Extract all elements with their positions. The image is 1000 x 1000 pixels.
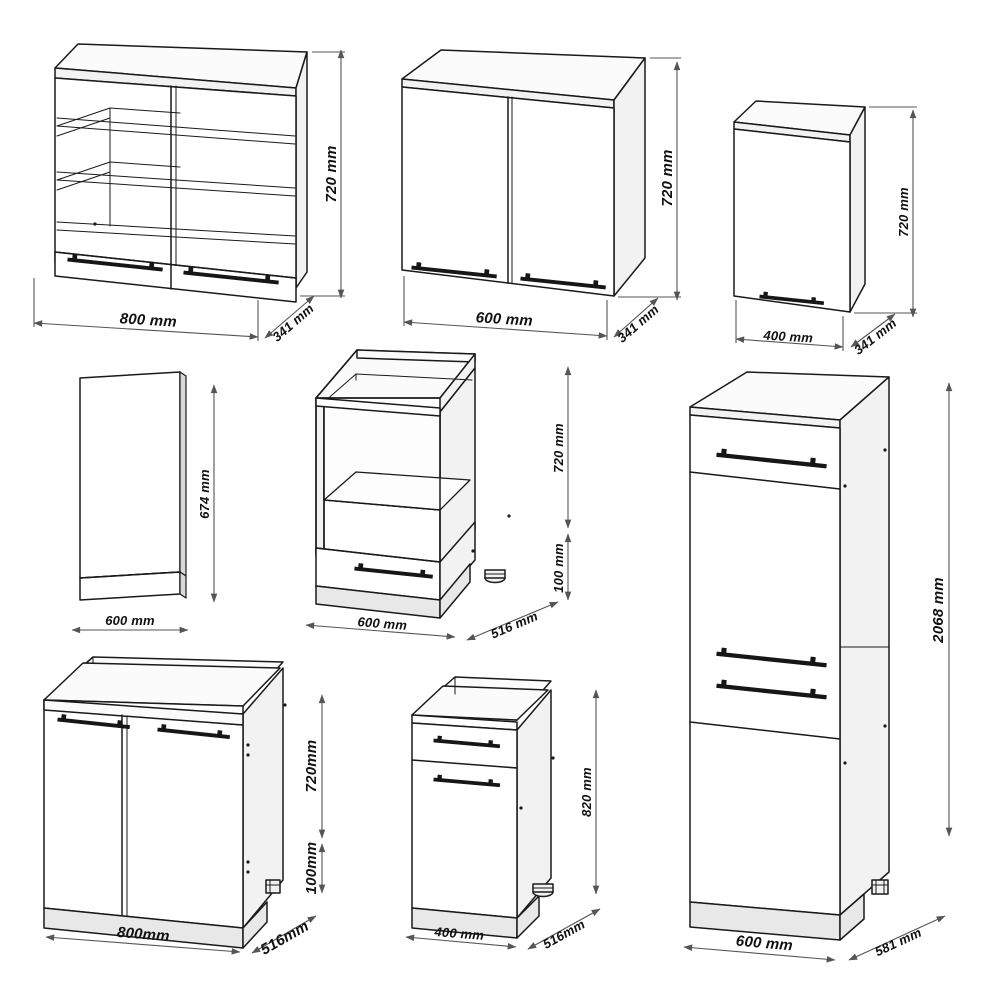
cabinet-wall-400: 720 mm 400 mm 341 mm xyxy=(733,100,917,358)
dim-label-height: 820 mm xyxy=(579,767,594,817)
dimension-plinth: 100 mm xyxy=(551,533,572,601)
handle-bar xyxy=(520,273,606,290)
handle-bar xyxy=(759,291,824,306)
cabinet-dishwasher-front-600: 674 mm 600 mm xyxy=(71,371,218,634)
dimension-depth: 341 mm xyxy=(850,313,900,358)
dimension-height: 2068 mm xyxy=(930,382,953,837)
dim-label-width: 600 mm xyxy=(357,614,408,633)
dimension-width: 600 mm xyxy=(683,933,836,963)
dim-label-depth: 581 mm xyxy=(872,925,924,960)
dim-label-width: 600 mm xyxy=(105,613,155,628)
handle-bar xyxy=(411,262,497,279)
handle-bar xyxy=(183,267,279,285)
adjustable-foot xyxy=(484,569,506,584)
handle-bar xyxy=(716,679,827,700)
dim-label-width: 800mm xyxy=(116,924,170,945)
dim-label-width: 400 mm xyxy=(762,327,814,345)
dimension-width: 400 mm xyxy=(405,924,517,950)
dim-label-depth: 516 mm xyxy=(488,608,540,641)
dimension-height: 674 mm xyxy=(197,384,218,603)
dim-label-height: 2068 mm xyxy=(930,577,947,644)
handle-bar xyxy=(433,774,501,788)
handle-bar xyxy=(716,647,827,668)
dim-label-width: 600 mm xyxy=(735,933,793,955)
adjustable-foot xyxy=(265,879,281,894)
handle-bar xyxy=(354,563,433,579)
handle-bar xyxy=(57,714,130,730)
dimension-width: 600 mm xyxy=(71,613,189,634)
dimension-width: 800mm xyxy=(45,924,241,955)
dimension-height: 720mm xyxy=(303,694,326,839)
cabinet-sink-base-800: 720mm 100mm 800mm 516mm xyxy=(43,656,326,959)
cabinet-oven-housing-600: 720 mm 100 mm 600 mm 516 mm xyxy=(305,349,572,641)
dim-label-width: 600 mm xyxy=(475,309,533,329)
dimension-height: 720 mm xyxy=(618,57,681,301)
dimension-height: 820 mm xyxy=(579,689,600,895)
cabinet-tall-600: 2068 mm 600 mm 581 mm xyxy=(683,371,953,963)
dimension-depth: 341 mm xyxy=(264,295,317,345)
dim-label-depth: 341 mm xyxy=(851,315,900,358)
dimension-width: 600 mm xyxy=(305,614,456,640)
dim-label-plinth: 100 mm xyxy=(551,543,566,593)
dimension-depth: 341 mm xyxy=(613,297,662,346)
dimension-height: 720 mm xyxy=(854,106,917,318)
dim-label-height: 720 mm xyxy=(659,149,676,206)
cabinet-wall-glass-800: 720 mm 800 mm 341 mm xyxy=(33,43,345,345)
dimension-depth: 581 mm xyxy=(848,915,946,961)
handle-bar xyxy=(716,448,827,469)
handle-bar xyxy=(157,724,230,740)
dim-label-height: 720 mm xyxy=(896,187,911,237)
dim-label-depth: 341 mm xyxy=(269,301,316,345)
dim-label-plinth: 100mm xyxy=(303,842,320,895)
dim-label-depth: 341 mm xyxy=(614,302,661,346)
cabinet-base-400: 820 mm 400 mm 516mm xyxy=(405,676,601,952)
dim-label-height: 720 mm xyxy=(551,423,566,473)
handle-bar xyxy=(67,254,163,272)
dim-label-height: 674 mm xyxy=(197,469,212,519)
dimension-depth: 516 mm xyxy=(466,601,559,641)
cabinet-wall-600: 720 mm 600 mm 341 mm xyxy=(401,49,681,346)
dimension-width: 400 mm xyxy=(735,300,844,351)
dim-label-depth: 516mm xyxy=(540,916,588,951)
adjustable-foot xyxy=(532,883,554,898)
adjustable-foot xyxy=(871,879,889,895)
handle-bar xyxy=(433,735,501,749)
dim-label-height: 720 mm xyxy=(323,145,340,202)
dimension-width: 600 mm xyxy=(403,276,608,340)
dimension-plinth: 100mm xyxy=(303,842,326,895)
dimension-height: 720 mm xyxy=(551,366,572,529)
dimension-width: 800 mm xyxy=(33,278,259,341)
dim-label-width: 800 mm xyxy=(119,310,177,330)
dim-label-width: 400 mm xyxy=(433,924,485,943)
dim-label-height: 720mm xyxy=(303,740,320,793)
